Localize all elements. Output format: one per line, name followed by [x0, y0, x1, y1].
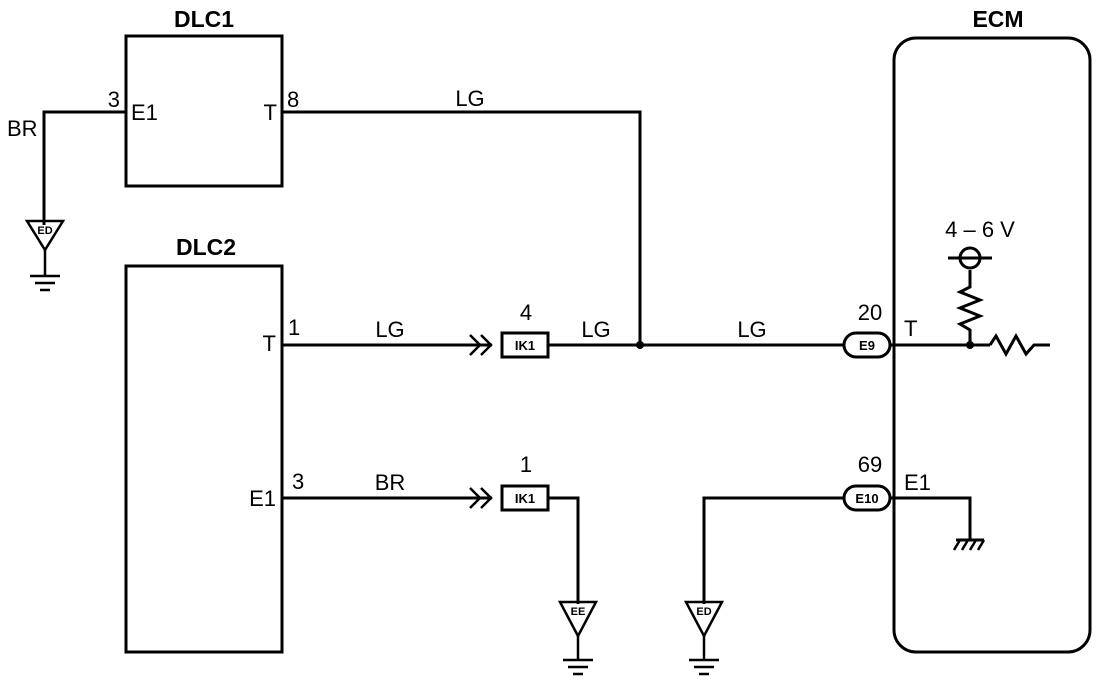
dlc1-pin-t-number: 8 — [287, 87, 299, 112]
ecm-block: ECM 20 T 69 E1 — [858, 6, 1092, 654]
dlc1-title: DLC1 — [174, 6, 234, 32]
connector-ik1-bottom-pin: 1 — [520, 452, 532, 477]
connector-e10: E10 — [842, 484, 892, 512]
ground-ecm-label: ED — [696, 606, 711, 618]
dlc1-pin-t-label: T — [264, 100, 277, 125]
ground-ecm: ED — [683, 600, 725, 676]
connector-ik1-bottom: IK1 1 — [469, 452, 550, 512]
wire-lg-ik1: LG — [548, 317, 640, 347]
dlc1-pin-e1-label: E1 — [131, 100, 158, 125]
ecm-title: ECM — [972, 6, 1023, 32]
dlc2-pin-e1-number: 3 — [292, 469, 304, 494]
ground-dlc2-label: EE — [571, 606, 586, 618]
wire-lg-ecm-label: LG — [737, 317, 766, 342]
ecm-pin-e1-number: 69 — [858, 452, 882, 477]
connector-ik1-bottom-label: IK1 — [515, 491, 535, 506]
ecm-internal-circuit: 4 – 6 V — [890, 217, 1050, 358]
dlc2-pin-t-label: T — [263, 331, 276, 356]
connector-ik1-top-label: IK1 — [515, 338, 535, 353]
dlc2-title: DLC2 — [176, 234, 236, 260]
dlc1-block: DLC1 E1 3 T 8 — [108, 6, 299, 188]
wire-e10-ground — [702, 496, 844, 604]
wire-lg-dlc1: LG — [282, 86, 642, 345]
ecm-voltage-label: 4 – 6 V — [945, 217, 1015, 242]
connector-ik1-top: IK1 4 — [469, 300, 550, 359]
ground-dlc1-label: ED — [37, 225, 52, 237]
ecm-e1-ground — [890, 496, 986, 551]
wire-br-dlc1-label: BR — [7, 116, 38, 141]
wire-br-dlc1: BR — [7, 110, 126, 225]
wire-lg-dlc1-label: LG — [455, 86, 484, 111]
wire-br-dlc2-label: BR — [375, 470, 406, 495]
dlc1-pin-e1-number: 3 — [108, 87, 120, 112]
wire-lg-dlc2: LG — [282, 317, 492, 347]
wire-lg-dlc2-label: LG — [375, 317, 404, 342]
ecm-pin-e1-label: E1 — [904, 470, 931, 495]
dlc2-block: DLC2 T 1 E1 3 — [124, 234, 304, 654]
ground-dlc1: ED — [24, 219, 66, 292]
wire-ik1-ground — [548, 496, 580, 604]
connector-e10-label: E10 — [855, 491, 878, 506]
ground-dlc2: EE — [557, 600, 599, 676]
wire-lg-ik1-label: LG — [581, 317, 610, 342]
dlc2-pin-t-number: 1 — [288, 315, 300, 340]
ecm-pin-t-label: T — [904, 316, 917, 341]
connector-ik1-top-pin: 4 — [520, 300, 532, 325]
wire-lg-ecm: LG — [640, 317, 844, 347]
connector-e9: E9 — [842, 331, 892, 359]
dlc2-pin-e1-label: E1 — [249, 486, 276, 511]
connector-e9-label: E9 — [859, 338, 875, 353]
wire-br-dlc2: BR — [282, 470, 492, 500]
ecm-pin-t-number: 20 — [858, 300, 882, 325]
